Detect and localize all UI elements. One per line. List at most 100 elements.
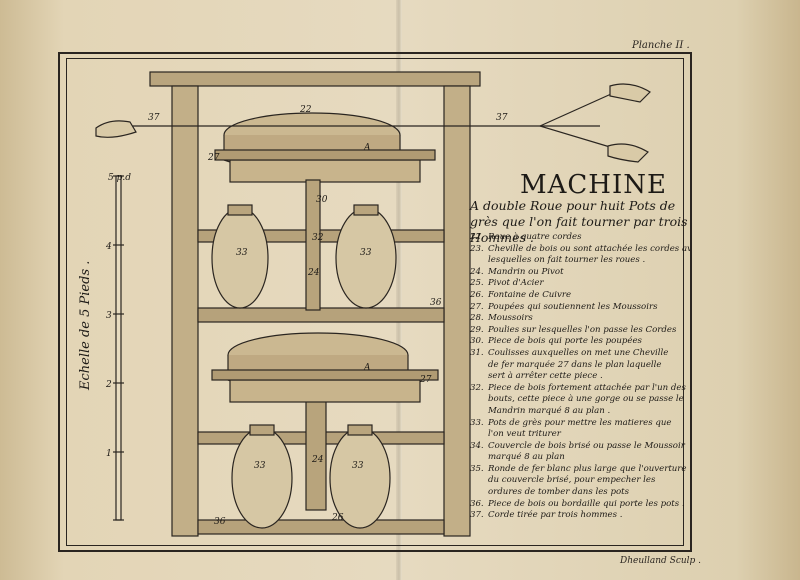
callout-27-a: 27 <box>207 153 220 163</box>
lower-crosspiece <box>211 369 439 381</box>
legend-item-number: 28. <box>470 313 484 324</box>
legend-item: 33. Pots de grès pour mettre les matieres… <box>470 418 690 430</box>
plate-subtitle: A double Roue pour huit Pots de grès que… <box>470 198 688 245</box>
callout-33-a: 33 <box>236 248 248 258</box>
callout-36-lower: 36 <box>214 517 226 527</box>
callout-37-left: 37 <box>148 113 160 123</box>
legend-item-text: sert à arrêter cette piece . <box>488 371 603 382</box>
legend-item: du couvercle brisé, pour empecher les <box>470 475 690 487</box>
legend-item: 34. Couvercle de bois brisé ou passe le M… <box>470 441 690 453</box>
beam-bottom <box>197 519 445 535</box>
legend-item-text: Pots de grès pour mettre les matieres qu… <box>488 417 672 428</box>
legend-item-number: 29. <box>470 324 484 335</box>
legend-item-number: 33. <box>470 417 484 428</box>
legend-item-number: 35. <box>470 463 484 474</box>
legend-item-text: Mandrin ou Pivot <box>488 266 564 277</box>
callout-A-lower: A <box>363 363 371 373</box>
plate-border <box>58 52 692 552</box>
legend-item-text: bouts, cette piece à une gorge ou se pas… <box>488 394 684 405</box>
scale-tick-1: 1 <box>106 449 112 459</box>
legend-item-number: 25. <box>470 278 484 289</box>
legend-item: 29. Poulies sur lesquelles l'on passe les… <box>470 325 690 337</box>
legend-item-text: Poupées qui soutiennent les Moussoirs <box>488 301 658 312</box>
legend-item: 36. Piece de bois ou bordaille qui porte … <box>470 499 690 511</box>
callout-37-right: 37 <box>496 113 508 123</box>
legend-item-number: 23. <box>470 243 484 254</box>
plate-number: Planche II . <box>632 40 690 51</box>
legend-item: 26.Fontaine de Cuivre <box>470 290 690 302</box>
legend-item: 30. Piece de bois qui porte les poupées <box>470 336 690 348</box>
callout-24-upper: 24 <box>307 268 320 278</box>
legend-item: lesquelles on fait tourner les roues . <box>470 255 690 267</box>
legend-item-text: du couvercle brisé, pour empecher les <box>488 475 656 486</box>
callout-27-b: 27 <box>419 375 432 385</box>
callout-22: 22 <box>299 105 312 115</box>
upper-crosspiece <box>214 149 436 161</box>
scale-tick-4: 4 <box>105 242 112 252</box>
callout-24-lower: 24 <box>311 455 324 465</box>
legend-item-text: Piece de bois qui porte les poupées <box>488 336 642 347</box>
callout-30: 30 <box>316 195 328 205</box>
engraver-signature: Dheulland Sculp . <box>620 556 702 566</box>
legend-item-text: Poulies sur lesquelles l'on passe les Co… <box>488 324 677 335</box>
legend-item-text: Coulisses auxquelles on met une Cheville <box>488 347 669 358</box>
legend-item: 22. Roue à quatre cordes <box>470 232 690 244</box>
legend-item-number: 31. <box>470 347 484 358</box>
legend-item: 32.Piece de bois fortement attachée par … <box>470 383 690 395</box>
scale-label: Echelle de 5 Pieds . <box>78 260 93 390</box>
right-hand-upper <box>609 83 651 103</box>
scale-tick-5: 5 p.d <box>108 173 131 183</box>
page-fold <box>396 0 402 580</box>
legend-item: Mandrin marqué 8 au plan . <box>470 406 690 418</box>
legend-item: 24. Mandrin ou Pivot <box>470 267 690 279</box>
plate-title: MACHINE <box>520 170 667 200</box>
legend-item-text: Moussoirs <box>488 313 533 324</box>
callout-33-d: 33 <box>352 461 364 471</box>
legend-item: 35. Ronde de fer blanc plus large que l'o… <box>470 464 690 476</box>
beam-middle <box>197 307 445 323</box>
legend-item: l'on veut triturer <box>470 429 690 441</box>
right-post <box>443 85 471 537</box>
top-beam <box>149 71 481 87</box>
legend-list: 22. Roue à quatre cordes 23. Cheville de bo… <box>470 232 690 522</box>
scale-tick-3: 3 <box>106 311 112 321</box>
legend-item-text: Piece de bois fortement attachée par l'u… <box>488 382 686 393</box>
legend-item-number: 22. <box>470 232 484 242</box>
callout-33-c: 33 <box>254 461 266 471</box>
legend-item: 23. Cheville de bois ou sont attachée les… <box>470 244 690 256</box>
legend-item-text: ordures de tomber dans les pots <box>488 487 629 498</box>
scale-bar <box>115 175 122 521</box>
legend-item-text: de fer marquée 27 dans le plan laquelle <box>488 359 662 370</box>
legend-item: 27. Poupées qui soutiennent les Moussoirs <box>470 302 690 314</box>
callout-A-upper: A <box>363 143 371 153</box>
legend-item-text: Couvercle de bois brisé ou passe le Mous… <box>488 440 685 451</box>
legend-item-text: l'on veut triturer <box>488 429 561 440</box>
legend-item-number: 30. <box>470 336 484 347</box>
plate-inner-border <box>66 58 684 546</box>
legend-item-text: Ronde de fer blanc plus large que l'ouve… <box>488 463 687 474</box>
legend-item: 25.Pivot d'Acier <box>470 278 690 290</box>
legend-item-text: Roue à quatre cordes <box>488 232 582 242</box>
legend-item-text: Cheville de bois ou sont attachée les co… <box>488 243 690 254</box>
legend-item: de fer marquée 27 dans le plan laquelle <box>470 360 690 372</box>
legend-item-text: Piece de bois ou bordaille qui porte les… <box>488 498 685 509</box>
legend-item: ordures de tomber dans les pots <box>470 487 690 499</box>
legend-item-number: 24. <box>470 266 484 277</box>
pot-upper-left <box>211 207 269 309</box>
legend-item: 31. Coulisses auxquelles on met une Chevi… <box>470 348 690 360</box>
left-hand <box>95 120 137 138</box>
lower-cords <box>229 379 421 403</box>
callout-33-b: 33 <box>360 248 372 258</box>
legend-item-text: Mandrin marqué 8 au plan . <box>488 405 611 416</box>
legend-item-text: Fontaine de Cuivre <box>488 289 572 300</box>
legend-item: marqué 8 au plan <box>470 452 690 464</box>
callout-26: 26 <box>331 513 344 523</box>
legend-item-number: 37. <box>470 510 484 521</box>
legend-item-number: 27. <box>470 301 484 312</box>
callout-36-upper: 36 <box>430 298 442 308</box>
legend-item-number: 36. <box>470 498 484 509</box>
legend-item: 37.Corde tirée par trois hommes . <box>470 510 690 522</box>
legend-item-number: 34. <box>470 440 484 451</box>
